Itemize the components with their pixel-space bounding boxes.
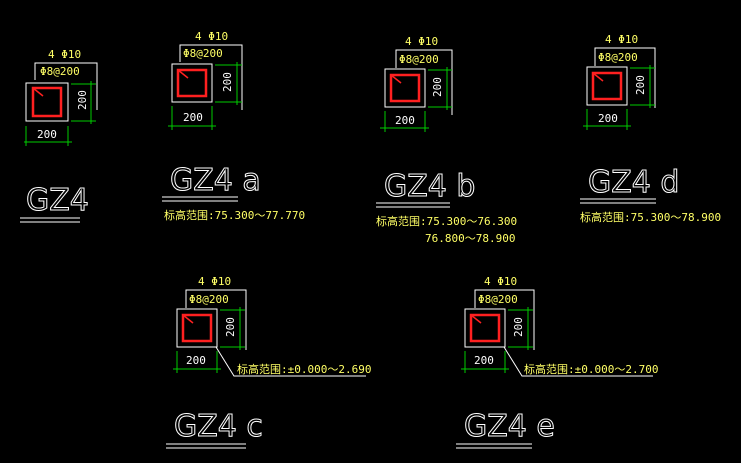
column-detail-gz4-b: 4 Φ10 Φ8@200 200 200 GZ4 b 标高范围:75.300～7… [376,35,517,245]
elevation-label: 标高范围:75.300～78.900 [580,210,721,224]
dim-width: 200 [598,112,618,125]
stirrup-shape [591,71,623,101]
column-title: GZ4 b [384,169,475,204]
stirrup-shape [181,313,213,343]
elevation-leader [503,346,653,377]
leader-line [474,289,535,350]
column-title: GZ4 a [170,163,261,198]
column-title: GZ4 c [174,409,263,444]
stirrup-label: Φ8@200 [478,293,518,306]
stirrup-label: Φ8@200 [598,51,638,64]
dim-height: 200 [512,317,525,337]
column-detail-gz4-c: 4 Φ10 Φ8@200 200 200 标高范围:±0.000～2.690 G… [166,275,371,449]
column-title: GZ4 e [464,409,555,444]
leader-line [395,49,453,115]
dim-width: 200 [183,111,203,124]
elevation-label: 标高范围:±0.000～2.690 [237,362,371,376]
dim-height: 200 [431,77,444,97]
main-bar-label: 4 Φ10 [405,35,438,48]
stirrup-hook [32,87,44,97]
stirrup-hook [592,72,604,82]
stirrup-shape [469,313,501,343]
stirrup-shape [176,68,208,98]
dim-height: 200 [221,72,234,92]
column-title: GZ4 [26,183,89,218]
column-section [171,63,213,103]
main-bar-label: 4 Φ10 [605,33,638,46]
dim-height: 200 [634,75,647,95]
column-title: GZ4 d [588,165,679,200]
main-bar-label: 4 Φ10 [484,275,517,288]
leader-line [34,62,98,110]
stirrup-label: Φ8@200 [399,53,439,66]
dim-height: 200 [76,90,89,110]
stirrup-hook [470,314,482,324]
dim-height: 200 [224,317,237,337]
main-bar-label: 4 Φ10 [198,275,231,288]
elevation-label: 标高范围:75.300～76.300 [376,214,517,228]
dim-width: 200 [395,114,415,127]
leader-line [179,44,243,110]
stirrup-hook [177,69,189,79]
elevation-label: 标高范围:±0.000～2.700 [524,362,658,376]
elevation-label-2: 76.800～78.900 [425,232,515,245]
dim-width: 200 [37,128,57,141]
stirrup-label: Φ8@200 [189,293,229,306]
leader-line [594,47,656,108]
main-bar-label: 4 Φ10 [195,30,228,43]
stirrup-label: Φ8@200 [183,47,223,60]
stirrup-label: Φ8@200 [40,65,80,78]
stirrup-shape [31,86,63,118]
stirrup-hook [182,314,194,324]
leader-line [185,289,247,350]
column-section [586,66,628,106]
dim-width: 200 [186,354,206,367]
column-detail-gz4-d: 4 Φ10 Φ8@200 200 200 GZ4 d 标高范围:75.300～7… [580,33,721,224]
elevation-label: 标高范围:75.300～77.770 [164,208,305,222]
column-detail-gz4: 4 Φ10 Φ8@200 200 200 GZ4 [20,48,98,223]
column-section [464,308,506,348]
stirrup-shape [389,73,421,103]
column-section [25,82,69,122]
elevation-leader [215,346,366,377]
dim-width: 200 [474,354,494,367]
column-detail-gz4-e: 4 Φ10 Φ8@200 200 200 标高范围:±0.000～2.700 G… [456,275,658,449]
column-detail-gz4-a: 4 Φ10 Φ8@200 200 200 GZ4 a 标高范围:75.300～7… [162,30,305,222]
column-section [176,308,218,348]
stirrup-hook [390,74,402,84]
main-bar-label: 4 Φ10 [48,48,81,61]
column-section [384,68,426,108]
